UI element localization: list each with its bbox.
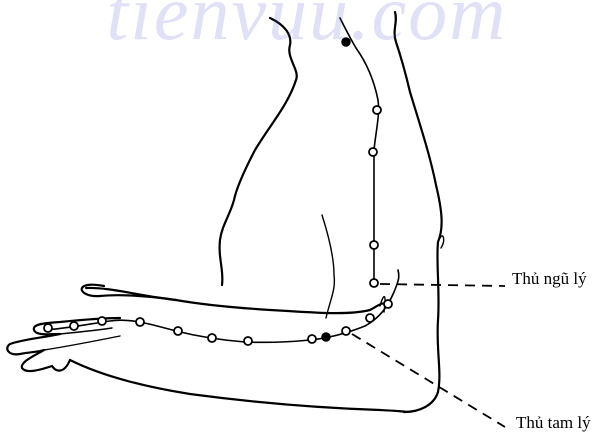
point-forearm-4 [308, 335, 316, 343]
leader-thu-tam-ly [352, 334, 505, 427]
forearm-bottom-outline [70, 360, 406, 412]
point-hand-1 [44, 324, 52, 332]
point-thu-tam-ly [342, 327, 350, 335]
bicep-shading [440, 236, 444, 248]
forearm-top-outline [86, 288, 386, 313]
leader-thu-ngu-ly [380, 284, 505, 286]
point-upper-arm-2 [369, 148, 377, 156]
point-upper-arm-3 [373, 106, 381, 114]
point-elbow [384, 300, 392, 308]
point-hand-3 [98, 317, 106, 325]
upper-arm-front-outline [395, 12, 442, 412]
label-thu-ngu-ly: Thủ ngũ lý [512, 269, 587, 289]
point-upper-arm-1 [370, 241, 378, 249]
point-thu-ngu-ly [370, 279, 378, 287]
upper-arm-back-outline [220, 18, 297, 285]
point-forearm-3 [244, 337, 252, 345]
hand-outline [7, 318, 120, 371]
label-thu-tam-ly: Thủ tam lý [516, 413, 591, 433]
finger-line-1 [44, 336, 120, 350]
point-forearm-5 [322, 333, 330, 341]
watermark: tienvuu.com [0, 0, 614, 58]
point-forearm-2 [208, 334, 216, 342]
point-hand-2 [70, 322, 78, 330]
point-forearm-1 [174, 327, 182, 335]
point-wrist [136, 318, 144, 326]
point-forearm-6 [366, 314, 374, 322]
finger-line-2 [60, 328, 112, 334]
inner-arm-line [322, 215, 334, 318]
